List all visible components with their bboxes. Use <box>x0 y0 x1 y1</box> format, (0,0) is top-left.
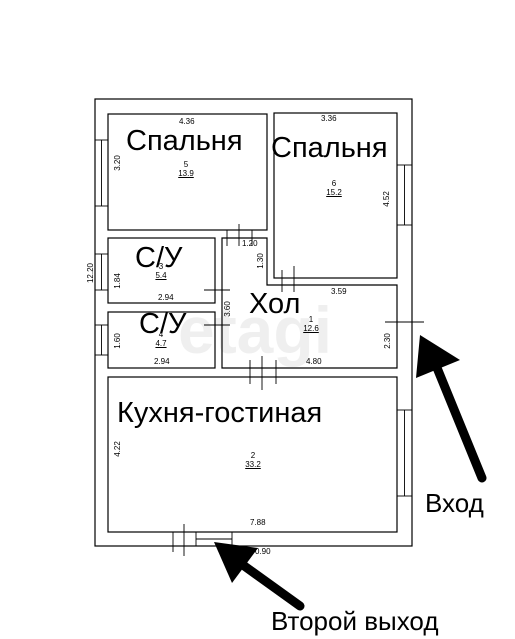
dim-corridor-depth: 1.30 <box>255 253 265 269</box>
second-exit-arrow <box>214 542 305 611</box>
dim-bedroom-left-height: 3.20 <box>112 155 122 171</box>
room-label-bedroom-right: Спальня <box>271 132 388 164</box>
outer-wall <box>94 98 413 547</box>
dim-bathroom-bottom-width: 2.94 <box>154 357 170 366</box>
entrance-label: Вход <box>425 488 484 518</box>
watermark: etagi <box>178 293 333 367</box>
dim-kitchen-height: 4.22 <box>112 441 122 457</box>
room-area: 33.2 <box>245 460 261 469</box>
dim-bedroom-right-width: 3.36 <box>321 114 337 123</box>
dim-corridor-width: 1.20 <box>242 239 258 248</box>
room-number: 6 <box>331 179 337 188</box>
dim-corridor-height: 3.60 <box>222 301 232 317</box>
door-marks <box>172 224 424 556</box>
dim-overall-height: 12.20 <box>86 262 96 284</box>
dim-kitchen-door: 0.90 <box>255 547 271 556</box>
room-label-bathroom-bottom: С/У <box>139 308 187 340</box>
room-number: 2 <box>250 451 256 460</box>
room-number: 3 <box>158 262 164 271</box>
room-number: 1 <box>308 315 314 324</box>
second-exit-label: Второй выход <box>271 606 439 636</box>
room-area: 4.7 <box>155 339 167 348</box>
room-label-bathroom-top: С/У <box>135 242 183 274</box>
room-area: 12.6 <box>303 324 319 333</box>
dim-bathroom-bottom-height: 1.60 <box>112 333 122 349</box>
room-label-hall: Хол <box>249 288 301 320</box>
dim-hall-top: 3.59 <box>331 287 347 296</box>
dim-hall-width: 4.80 <box>306 357 322 366</box>
room-number: 5 <box>183 160 189 169</box>
room-area: 5.4 <box>155 271 167 280</box>
dim-bathroom-top-width: 2.94 <box>158 293 174 302</box>
dim-bedroom-left-width: 4.36 <box>179 117 195 126</box>
dim-bathroom-top-height: 1.84 <box>112 273 122 289</box>
room-outline-hall <box>221 237 398 369</box>
room-area: 13.9 <box>178 169 194 178</box>
dim-kitchen-width: 7.88 <box>250 518 266 527</box>
entrance-arrow <box>416 335 487 483</box>
room-number: 4 <box>158 330 164 339</box>
room-label-bedroom-left: Спальня <box>126 125 243 157</box>
room-label-kitchen: Кухня-гостиная <box>117 397 323 429</box>
dim-bedroom-right-height: 4.52 <box>381 191 391 207</box>
room-area: 15.2 <box>326 188 342 197</box>
dim-hall-height: 2.30 <box>382 333 392 349</box>
window-marks <box>94 139 413 547</box>
